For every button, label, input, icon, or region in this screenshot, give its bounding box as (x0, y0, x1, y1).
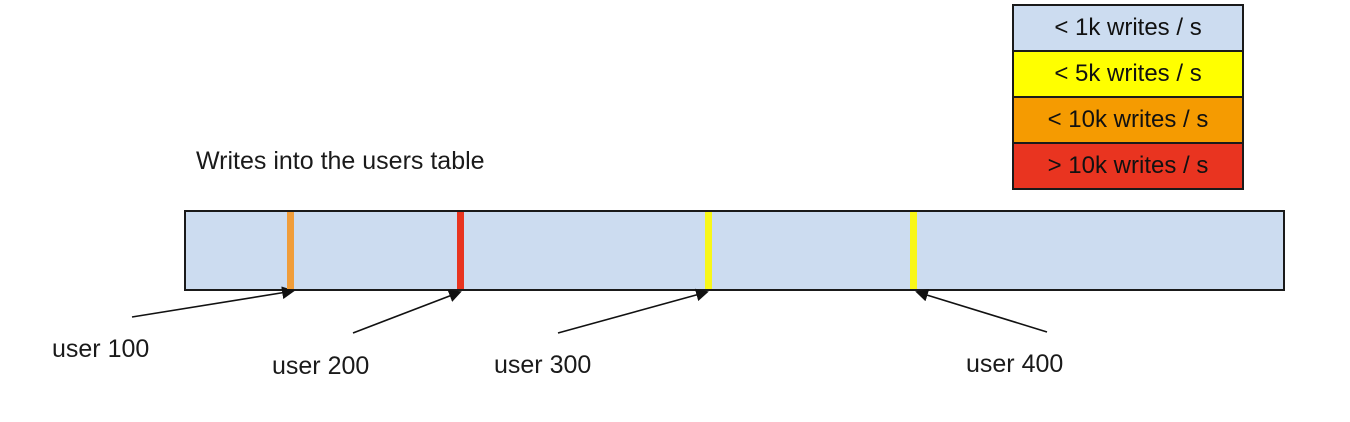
user-label-user-300: user 300 (494, 351, 592, 379)
annotation-arrow-user-300 (557, 288, 709, 334)
legend-item-lt-1k: < 1k writes / s (1012, 4, 1244, 52)
legend-item-label: < 10k writes / s (1047, 106, 1209, 133)
legend-item-label: < 1k writes / s (1054, 14, 1202, 41)
legend: < 1k writes / s < 5k writes / s < 10k wr… (1012, 4, 1244, 190)
annotation-arrow-user-200 (352, 289, 462, 334)
annotation-arrow-user-100 (131, 286, 295, 318)
user-label-user-200: user 200 (272, 352, 370, 380)
write-rate-stripe-user-400 (910, 212, 917, 289)
write-rate-stripe-user-300 (705, 212, 712, 289)
user-label-user-100: user 100 (52, 335, 150, 363)
user-label-user-400: user 400 (966, 350, 1064, 378)
legend-item-label: < 5k writes / s (1054, 60, 1202, 87)
legend-item-gt-10k: > 10k writes / s (1012, 142, 1244, 190)
write-rate-stripe-user-100 (287, 212, 294, 289)
users-table-bar (184, 210, 1285, 291)
annotation-arrow-user-400 (915, 289, 1048, 333)
legend-item-lt-10k: < 10k writes / s (1012, 96, 1244, 144)
write-rate-stripe-user-200 (457, 212, 464, 289)
legend-item-lt-5k: < 5k writes / s (1012, 50, 1244, 98)
legend-item-label: > 10k writes / s (1047, 152, 1209, 179)
diagram-title: Writes into the users table (196, 147, 485, 175)
